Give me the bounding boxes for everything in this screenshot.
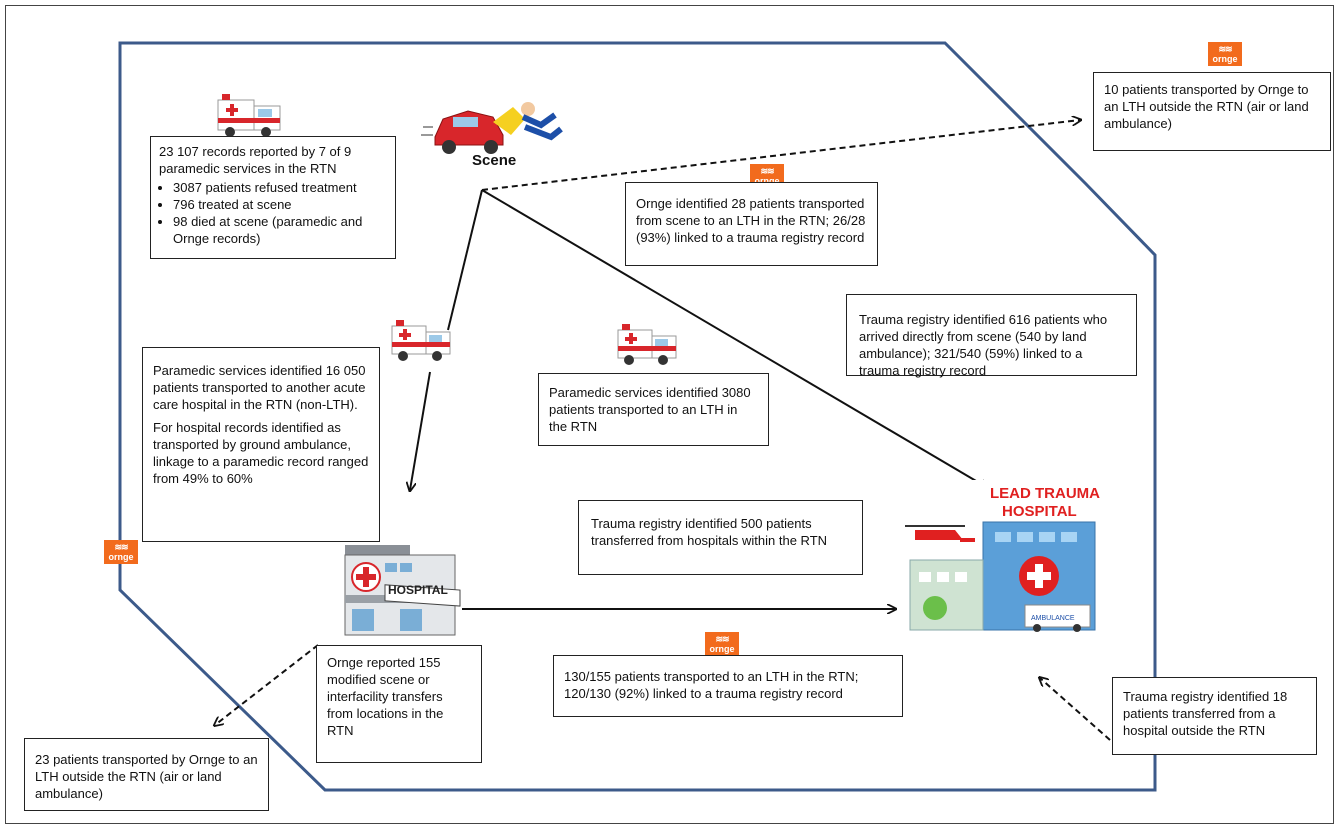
ornge-logo: ≋≋ ornge bbox=[1208, 42, 1242, 66]
arrow-to-outside-bottom bbox=[215, 644, 319, 725]
outside-bottom-box: 23 patients transported by Ornge to an L… bbox=[24, 738, 269, 811]
ornge-wing-icon: ≋≋ bbox=[715, 634, 729, 644]
ornge-modified-box: Ornge reported 155 modified scene or int… bbox=[316, 645, 482, 763]
hospital-building-icon: HOSPITAL bbox=[344, 545, 461, 636]
paramedic-records-list: 3087 patients refused treatment 796 trea… bbox=[159, 179, 387, 247]
arrow-ambulance-to-nonlth bbox=[410, 371, 431, 490]
arrow-scene-to-outside-lth bbox=[481, 120, 1080, 191]
ambulance-icon bbox=[617, 324, 677, 365]
arrow-outside-to-lth bbox=[1040, 678, 1111, 741]
ornge-wing-icon: ≋≋ bbox=[1218, 44, 1232, 54]
paramedic-records-box: 23 107 records reported by 7 of 9 parame… bbox=[150, 136, 396, 259]
ornge-130-box: 130/155 patients transported to an LTH i… bbox=[553, 655, 903, 717]
ornge-logo: ≋≋ ornge bbox=[705, 632, 739, 656]
scene-label: Scene bbox=[472, 152, 517, 169]
trauma-transfer-box: Trauma registry identified 500 patients … bbox=[578, 500, 863, 575]
ornge-wing-icon: ≋≋ bbox=[760, 166, 774, 176]
paramedic-linkage-text: For hospital records identified as trans… bbox=[153, 420, 369, 486]
arrow-scene-to-nonlth bbox=[447, 189, 483, 331]
paramedic-nonlth-box: Paramedic services identified 16 050 pat… bbox=[142, 347, 380, 542]
lth-sign-line1: LEAD TRAUMA bbox=[990, 485, 1100, 502]
diagram-frame bbox=[5, 5, 1334, 824]
trauma-direct-box: Trauma registry identified 616 patients … bbox=[846, 294, 1137, 378]
list-item: 98 died at scene (paramedic and Orngе re… bbox=[173, 213, 387, 247]
rtn-boundary bbox=[118, 41, 1157, 792]
ambulance-icon bbox=[391, 320, 451, 361]
list-item: 796 treated at scene bbox=[173, 196, 387, 213]
ornge-wing-icon: ≋≋ bbox=[114, 542, 128, 552]
ornge-logo: ≋≋ ornge bbox=[104, 540, 138, 564]
ambulance-van-text: AMBULANCE bbox=[1031, 615, 1075, 622]
lth-sign-line2: HOSPITAL bbox=[1002, 503, 1077, 520]
ambulance-icon bbox=[217, 94, 281, 137]
ornge-scene-box: Ornge identified 28 patients transported… bbox=[625, 182, 878, 266]
ornge-outside-top-box: 10 patients transported by Ornge to an L… bbox=[1093, 72, 1331, 151]
paramedic-records-title: 23 107 records reported by 7 of 9 parame… bbox=[159, 144, 352, 176]
paramedic-lth-box: Paramedic services identified 3080 patie… bbox=[538, 373, 769, 446]
trauma-outside-box: Trauma registry identified 18 patients t… bbox=[1112, 677, 1317, 755]
car-crash-icon bbox=[421, 102, 563, 154]
paramedic-nonlth-text: Paramedic services identified 16 050 pat… bbox=[153, 363, 366, 412]
list-item: 3087 patients refused treatment bbox=[173, 179, 387, 196]
lead-trauma-hospital-icon: LEAD TRAUMA HOSPITAL AMBULANCE bbox=[905, 480, 1120, 632]
hospital-sign-text: HOSPITAL bbox=[388, 583, 448, 597]
arrow-scene-to-lth bbox=[481, 189, 988, 488]
